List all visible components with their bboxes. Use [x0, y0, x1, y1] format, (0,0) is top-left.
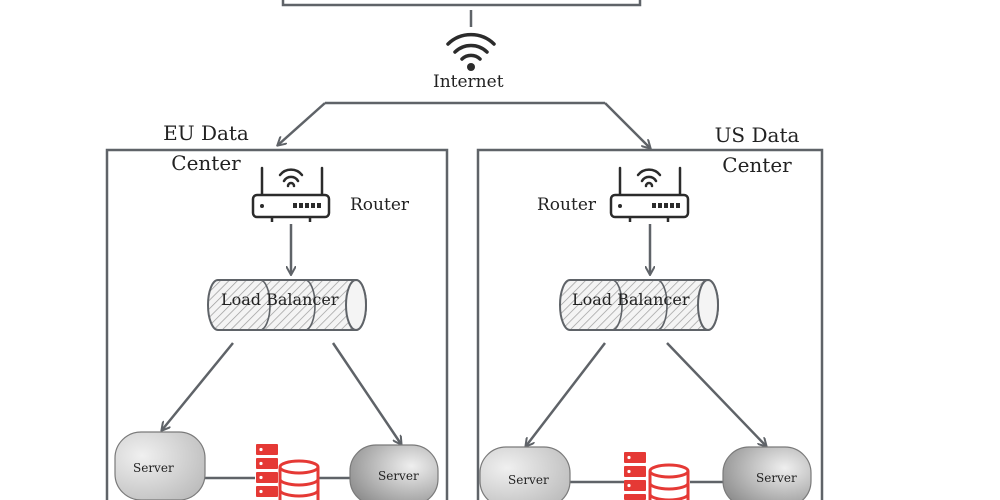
top-box: [281, 0, 642, 7]
load-balancer-label-eu: Load Balancer: [221, 290, 339, 309]
server-us-1: [479, 446, 571, 500]
router-label-us: Router: [537, 195, 597, 215]
server-label-us-1: Server: [508, 473, 549, 487]
eu-data-center-title-line1: EU Data: [163, 121, 249, 145]
server-label-eu-1: Server: [133, 461, 174, 475]
load-balancer-us: [559, 279, 719, 331]
eu-data-center-title: EU Data Center: [141, 118, 271, 178]
server-eu-2: [349, 444, 439, 500]
load-balancer-label-us: Load Balancer: [572, 290, 690, 309]
us-data-center-title: US Data Center: [692, 120, 822, 180]
eu-data-center-title-line2: Center: [171, 151, 241, 175]
server-label-eu-2: Server: [378, 469, 419, 483]
router-icon: [251, 166, 331, 222]
database-server-icon: [256, 444, 320, 500]
server-eu-1: [114, 431, 206, 500]
internet-split-lines: [278, 101, 650, 148]
server-db-connectors: [205, 476, 723, 484]
us-data-center-title-line1: US Data: [714, 123, 800, 147]
us-data-center-title-line2: Center: [722, 153, 792, 177]
wifi-icon: [446, 32, 496, 71]
router-icon: [609, 166, 690, 222]
router-label-eu: Router: [350, 195, 410, 215]
us-data-center-box: [476, 148, 824, 500]
database-server-icon: [624, 452, 690, 500]
server-us-2: [722, 446, 812, 500]
server-label-us-2: Server: [756, 471, 797, 485]
lb-to-server-arrows: [162, 342, 766, 446]
eu-data-center-box: [105, 148, 449, 500]
load-balancer-eu: [207, 279, 367, 331]
internet-label: Internet: [433, 72, 504, 92]
